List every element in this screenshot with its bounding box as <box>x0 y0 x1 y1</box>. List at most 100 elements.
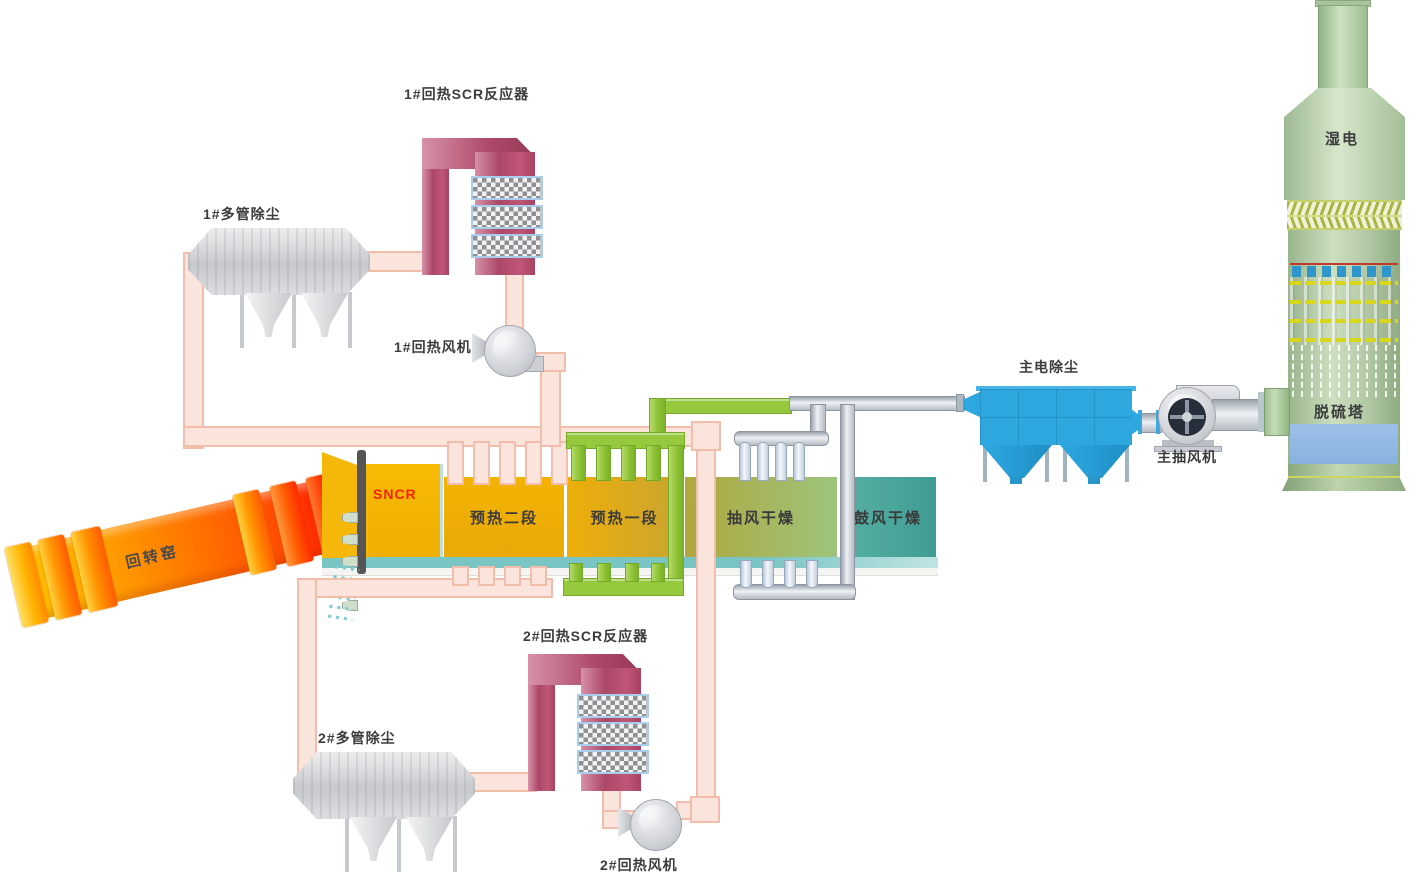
pipe-green-stub <box>625 563 639 582</box>
collector-hopper <box>301 293 348 337</box>
sncr-nozzle <box>342 534 358 545</box>
label-scr1-reactor: 1#回热SCR反应器 <box>404 86 530 102</box>
esp-leg <box>1125 445 1129 482</box>
multitube-collector-1 <box>188 228 370 295</box>
pipe-pink-collector1-to-scr1 <box>366 251 428 272</box>
label-main-esp: 主电除尘 <box>1019 359 1079 375</box>
pipe-elbow-collar <box>691 421 721 451</box>
spray-drip <box>1347 345 1350 397</box>
spray-level-bar <box>1290 281 1398 285</box>
esp-inlet-cone <box>963 391 982 418</box>
pipe-gray-vertical <box>840 404 855 600</box>
spray-drip <box>1329 345 1332 397</box>
pipe-pink-stub <box>530 566 547 586</box>
pipe-gray-drop <box>739 442 751 481</box>
fan2-inlet-bell <box>618 807 632 837</box>
demister-chevrons <box>1287 217 1402 228</box>
pipe-gray-stub <box>784 560 796 588</box>
pipe-pink-stub <box>525 441 542 485</box>
scr2-catalyst-layer <box>577 694 649 718</box>
pipe-green-drop <box>621 445 636 481</box>
collector-leg <box>240 292 244 348</box>
pipe-pink-stub <box>452 566 469 586</box>
pipe-gray-drop <box>757 442 769 481</box>
esp-leg <box>1045 445 1049 482</box>
pipe-pink-collector2-to-scr2 <box>465 772 537 792</box>
wet-esp-shoulder <box>1284 88 1405 200</box>
esp-hopper <box>1060 445 1130 478</box>
pipe-pink-stub <box>447 441 464 485</box>
collector-leg <box>397 816 401 872</box>
grate-belt <box>322 557 938 568</box>
spray-level-bar <box>1290 319 1398 323</box>
blow-drying-section: 鼓风干燥 <box>840 477 936 557</box>
tower-stack <box>1318 5 1368 90</box>
scr1-catalyst-layer <box>471 234 543 258</box>
esp-top-rim <box>976 386 1136 391</box>
tower-base-accent <box>1288 476 1400 478</box>
pipe-elbow-collar <box>690 796 720 823</box>
tower-base-band <box>1288 464 1400 476</box>
esp-hopper <box>982 445 1052 478</box>
reheat-fan-1 <box>484 325 536 377</box>
pipe-pink-return-vertical <box>696 426 716 819</box>
pipe-gray-drop <box>793 442 805 481</box>
collector-leg <box>345 816 349 872</box>
spray-drip <box>1393 345 1396 397</box>
kiln-label: 回转窑 <box>124 542 181 572</box>
preheat-stage2-label: 预热二段 <box>469 509 538 527</box>
esp-leg <box>1063 445 1067 482</box>
pipe-pink-stub <box>478 566 495 586</box>
pipe-gray-stub <box>806 560 818 588</box>
scr2-catalyst-layer <box>577 722 649 746</box>
pipe-green-stub <box>597 563 611 582</box>
preheat-stage1-section: 预热一段 <box>567 477 682 557</box>
multitube-collector-2 <box>293 752 475 819</box>
pipe-green-top <box>649 398 792 414</box>
pipe-green-bottom-manifold <box>563 578 684 596</box>
label-wet-esp: 湿电 <box>1325 131 1360 148</box>
tower-inlet-collar <box>1258 392 1266 432</box>
pipe-pink-stub <box>499 441 516 485</box>
main-fan-hub <box>1182 412 1192 422</box>
collector-leg <box>453 816 457 872</box>
demister-band <box>1287 200 1402 230</box>
pipe-pink-stub <box>504 566 521 586</box>
scr1-catalyst-layer <box>471 205 543 229</box>
label-fgd-tower: 脱硫塔 <box>1314 404 1366 421</box>
pipe-green-drop <box>596 445 611 481</box>
blow-drying-label: 鼓风干燥 <box>853 509 922 527</box>
pipe-blue-flange <box>1138 410 1142 434</box>
label-multitube-1: 1#多管除尘 <box>203 206 281 222</box>
spray-drip <box>1366 345 1369 397</box>
spray-drip <box>1384 345 1387 397</box>
pipe-green-vertical <box>668 445 684 587</box>
label-reheat-fan-2: 2#回热风机 <box>600 857 678 873</box>
tower-inlet-flange <box>1264 388 1290 436</box>
scr2-catalyst-layer <box>577 750 649 774</box>
collector-hopper <box>245 293 292 337</box>
spray-nozzle-row <box>1292 266 1396 277</box>
label-sncr: SNCR <box>373 486 417 502</box>
sncr-lance-bar <box>357 450 366 574</box>
spray-drip <box>1292 345 1294 397</box>
esp-leg <box>983 445 987 482</box>
pipe-green-drop <box>646 445 661 481</box>
scr1-catalyst-layer <box>471 176 543 200</box>
demister-divider <box>1287 215 1402 217</box>
spray-header-red-line <box>1290 263 1398 265</box>
preheat-stage2-section: 预热二段 <box>444 477 564 557</box>
demister-chevrons <box>1287 202 1402 215</box>
spray-drip <box>1310 345 1313 397</box>
pipe-green-stub <box>569 563 583 582</box>
label-reheat-fan-1: 1#回热风机 <box>394 339 472 355</box>
pipe-gray-stub <box>762 560 774 588</box>
reheat-fan-2 <box>630 799 682 851</box>
label-main-fan: 主抽风机 <box>1157 449 1217 465</box>
pipe-green-drop <box>571 445 586 481</box>
spray-drip <box>1356 345 1359 397</box>
tube-bundle-zone <box>1290 277 1398 345</box>
spray-falling-zone <box>1292 345 1396 397</box>
fgd-liquid-pool <box>1290 424 1398 464</box>
